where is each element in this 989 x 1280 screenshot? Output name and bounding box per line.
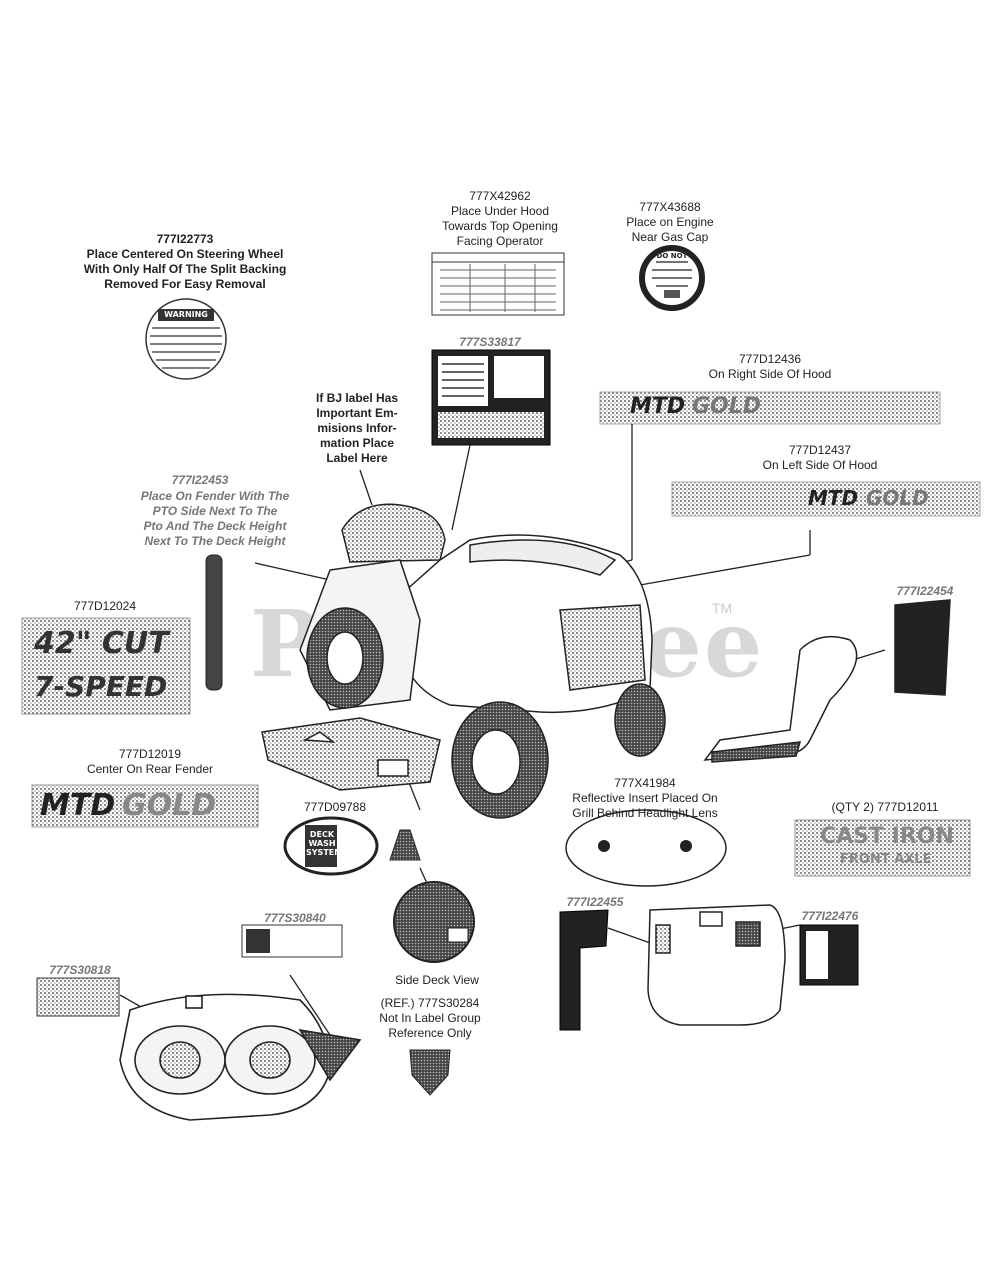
deck-label-decal <box>36 977 120 1017</box>
label-777S30818: 777S30818 <box>49 963 111 977</box>
reflective-insert <box>565 809 727 887</box>
right-hood-mtd: MTD <box>630 394 686 419</box>
front-axle-text: FRONT AXLE <box>840 852 932 867</box>
left-hood-mtd: MTD <box>808 486 859 510</box>
speed-decal-text: 7-SPEED <box>34 670 168 703</box>
label-777X43688: 777X43688 Place on Engine Near Gas Cap <box>626 200 714 244</box>
label-777D12019: 777D12019 Center On Rear Fender <box>86 747 214 776</box>
steering-wheel-decal <box>145 298 227 380</box>
deck-wash-text: DECK WASH SYSTEM <box>306 830 343 857</box>
label-777X42962: 777X42962 Place Under Hood Towards Top O… <box>442 189 558 248</box>
label-777D12437: 777D12437 On Left Side Of Hood <box>762 443 878 472</box>
wash-nozzle-part <box>389 829 421 861</box>
deck-wash-badge <box>283 816 379 876</box>
mower-deck-illustration <box>119 993 362 1121</box>
cast-iron-text: CAST IRON <box>820 824 954 849</box>
rear-fender-mtd: MTD <box>40 788 116 823</box>
label-777I22453-number: 777I22453 <box>171 473 229 487</box>
gas-cap-decal <box>639 245 705 311</box>
cut-speed-decal <box>21 617 191 715</box>
label-777X41984: 777X41984 Reflective Insert Placed On Gr… <box>572 776 718 820</box>
gas-cap-do-not: DO NOT <box>656 252 688 260</box>
label-777I22476: 777I22476 <box>801 909 859 923</box>
reference-shield-decal <box>409 1049 451 1096</box>
rear-fender-decal <box>31 784 259 828</box>
tractor-illustration <box>261 503 666 819</box>
fender-decal-part <box>703 599 951 763</box>
label-777I22455: 777I22455 <box>566 895 624 909</box>
label-777I22453-text: Place On Fender With The PTO Side Next T… <box>140 489 290 548</box>
label-777D12024: 777D12024 <box>73 599 137 613</box>
label-bj-emissions: If BJ label Has Important Em- misions In… <box>315 391 399 465</box>
emissions-decal <box>431 349 551 446</box>
label-777S30284: (REF.) 777S30284 Not In Label Group Refe… <box>379 996 481 1040</box>
hood-table-decal <box>431 252 565 316</box>
label-777I22454: 777I22454 <box>896 584 954 598</box>
label-777D12436: 777D12436 On Right Side Of Hood <box>708 352 832 381</box>
trademark-mark: TM <box>712 600 733 616</box>
rear-fender-gold: GOLD <box>122 788 217 823</box>
label-777D09788: 777D09788 <box>303 800 367 814</box>
left-hood-gold: GOLD <box>866 486 929 510</box>
label-777D12011: (QTY 2) 777D12011 <box>831 800 939 814</box>
steering-warning-word: WARNING <box>164 310 208 319</box>
label-777I22773: 777I22773 Place Centered On Steering Whe… <box>83 232 287 291</box>
engine-shroud-illustration <box>647 904 786 1026</box>
side-deck-view-circle <box>393 881 475 963</box>
left-hood-decal <box>671 481 981 517</box>
engine-l-decal <box>559 909 609 1031</box>
cut-decal-text: 42" CUT <box>34 626 169 661</box>
fender-strip-decal <box>205 554 223 691</box>
cast-iron-decal <box>794 819 971 877</box>
label-777S33817: 777S33817 <box>459 335 521 349</box>
engine-chart-decal <box>799 924 859 986</box>
right-hood-decal <box>599 391 941 425</box>
right-hood-gold: GOLD <box>692 394 762 419</box>
label-777S30840: 777S30840 <box>264 911 326 925</box>
label-side-deck-view: Side Deck View <box>395 973 479 987</box>
